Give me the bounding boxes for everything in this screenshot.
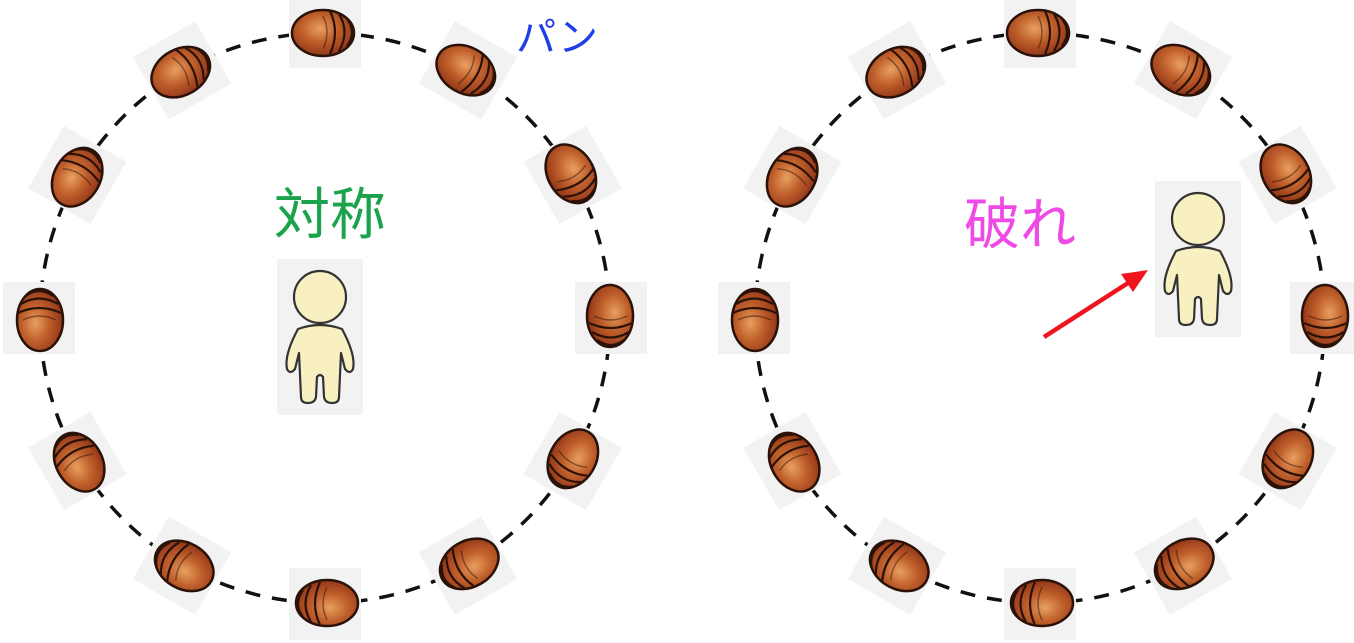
bread-roll-icon [417, 19, 519, 121]
bread-roll-icon [1237, 124, 1339, 226]
red-arrow [1042, 270, 1148, 339]
bread-roll-icon [1237, 410, 1339, 512]
bread-roll-icon [1002, 566, 1078, 642]
bread-roll-icon [1288, 280, 1354, 356]
person-icon [1153, 179, 1243, 339]
bread-roll-icon [1132, 515, 1234, 617]
bread-roll-icon [287, 0, 363, 70]
bread-roll-icon [131, 515, 233, 617]
bread-roll-icon [26, 124, 128, 226]
bread-roll-icon [573, 280, 649, 356]
bread-roll-icon [716, 280, 792, 356]
bread-roll-icon [417, 515, 519, 617]
bread-roll-icon [741, 410, 843, 512]
bread-roll-icon [846, 515, 948, 617]
bread-roll-icon [846, 19, 948, 121]
bread-label: パン [516, 15, 598, 61]
bread-roll-icon [131, 19, 233, 121]
symmetric-label: 対称 [274, 183, 386, 248]
bread-roll-icon [1002, 0, 1078, 70]
right-bread-ring [716, 0, 1354, 642]
bread-roll-icon [1, 280, 77, 356]
person-icon [275, 257, 365, 417]
broken-label: 破れ [964, 193, 1076, 258]
bread-roll-icon [1132, 19, 1234, 121]
bread-roll-icon [522, 410, 624, 512]
bread-roll-icon [26, 410, 128, 512]
bread-roll-icon [522, 124, 624, 226]
bread-roll-icon [287, 566, 363, 642]
bread-roll-icon [741, 124, 843, 226]
